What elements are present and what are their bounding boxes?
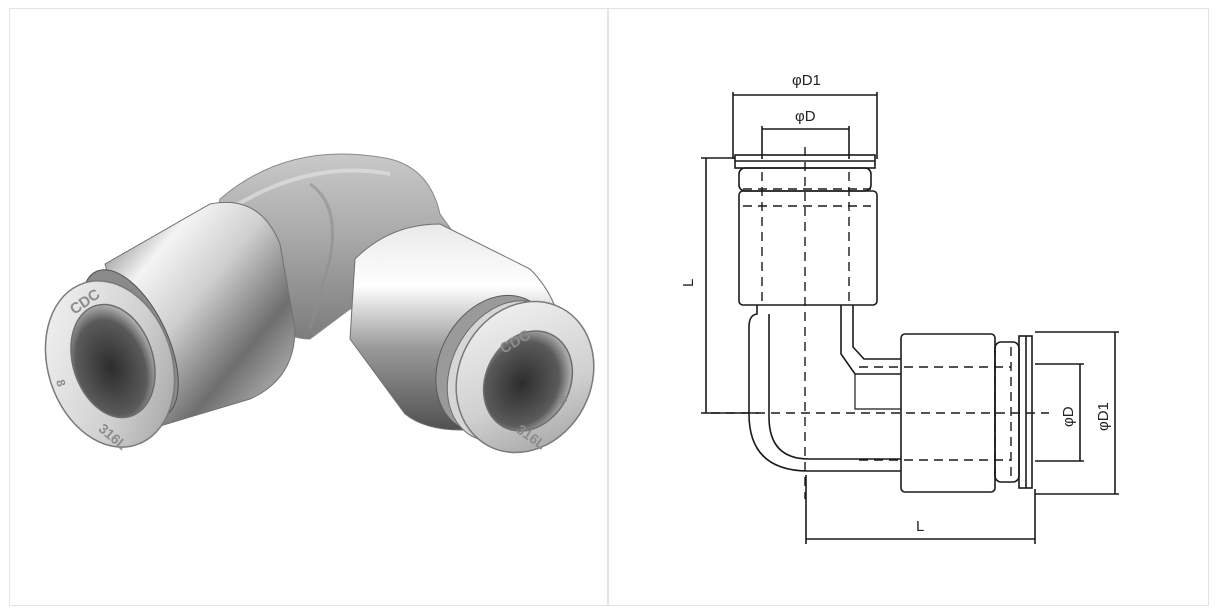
label-d1-side: φD1 [1095,402,1112,431]
left-engraving-size: 8 [53,378,68,388]
elbow-fitting-photo: CDC 316L 8 CDC 316L 8 [44,153,595,454]
right-face-ring: CDC 316L 8 [455,300,595,454]
dim-l-horizontal [805,475,1036,544]
label-d-top: φD [795,108,816,125]
right-engraving-size: 8 [555,395,571,406]
technical-drawing-panel: φD1 φD L L φD φD1 [608,8,1209,606]
elbow-bend [748,305,901,472]
label-d-side: φD [1060,406,1077,427]
dim-d1-top [732,92,878,159]
label-l-horizontal: L [916,518,924,535]
hidden-lines [711,147,1049,499]
product-photo-panel: CDC 316L 8 CDC 316L 8 [9,8,608,606]
elbow-dimension-drawing: φD1 φD L L φD φD1 [680,72,1119,544]
dim-d-top [761,126,850,159]
dim-d1-side [1035,331,1119,495]
label-d1-top: φD1 [792,72,821,89]
dim-l-vertical [701,157,759,414]
dim-d-side [1035,363,1084,462]
upper-port-body [734,154,878,306]
label-l-vertical: L [680,279,697,287]
